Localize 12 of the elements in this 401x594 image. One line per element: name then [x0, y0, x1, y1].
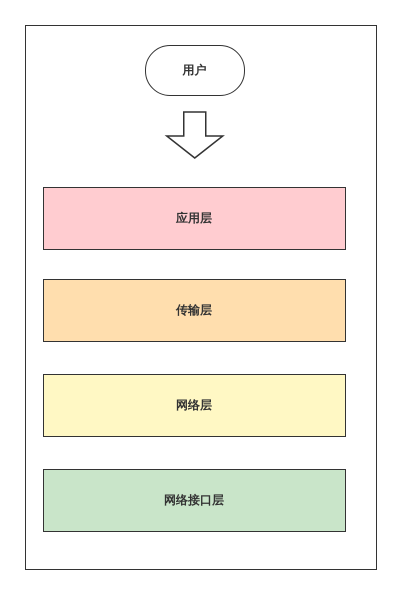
node-label: 网络接口层	[164, 492, 224, 508]
frame-box	[25, 25, 377, 570]
layer-box	[42, 468, 346, 532]
layer-box	[42, 186, 346, 250]
node-label: 用户	[182, 62, 206, 78]
node-label: 应用层	[176, 210, 212, 226]
layer-box	[42, 374, 346, 436]
block-arrow	[164, 111, 225, 159]
rounded-box	[144, 44, 244, 96]
node-label: 网络层	[176, 396, 212, 414]
node-label: 传输层	[176, 302, 212, 318]
layer-box	[42, 278, 346, 342]
